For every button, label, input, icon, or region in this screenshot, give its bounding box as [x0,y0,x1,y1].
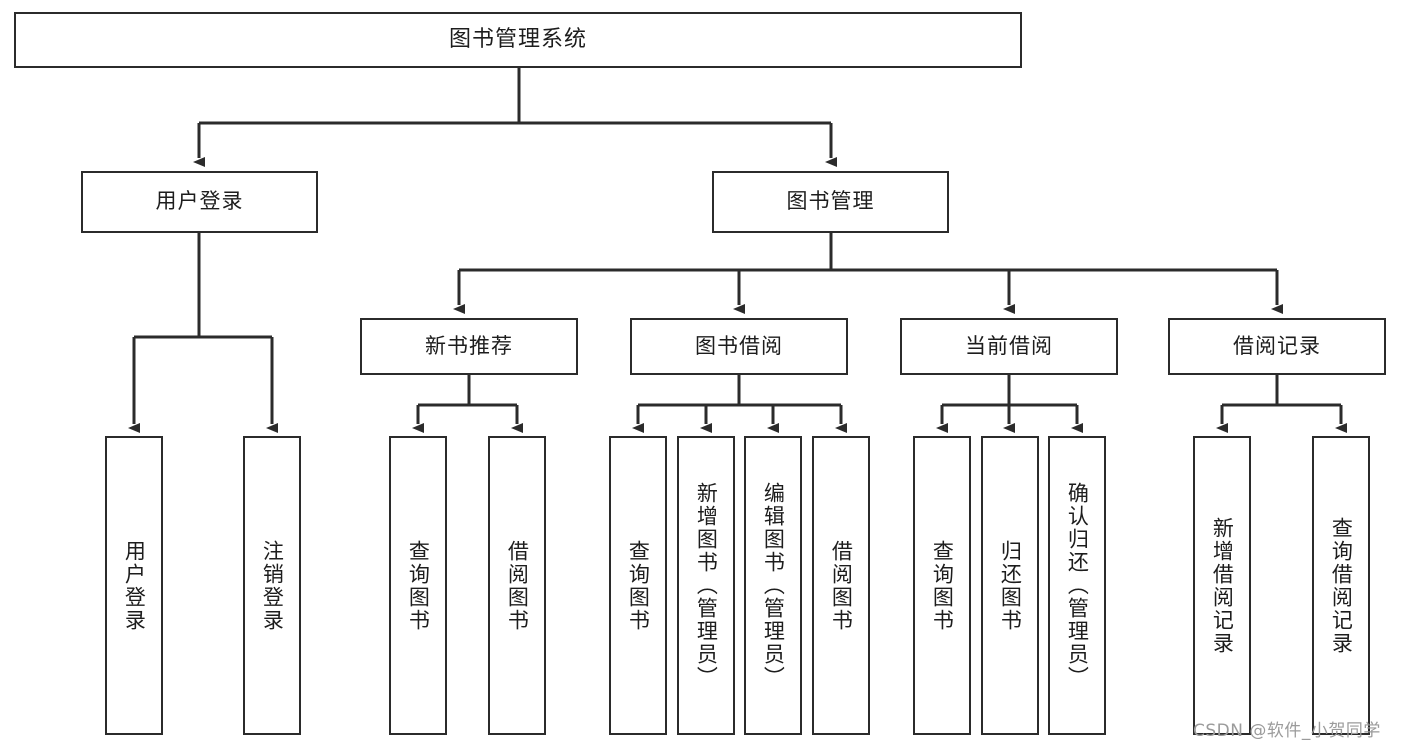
node-label: 图书借阅 [695,333,783,358]
node-book-borrow[interactable]: 图书借阅 [630,318,848,375]
node-current-borrow[interactable]: 当前借阅 [900,318,1118,375]
node-label: 确认归还（管理员） [1065,482,1090,689]
node-label: 查询图书 [406,539,431,632]
node-label: 借阅图书 [505,539,530,632]
node-borrow-record[interactable]: 借阅记录 [1168,318,1386,375]
leaf-book-borrow-borrow-book[interactable]: 借阅图书 [812,436,870,735]
leaf-new-book-borrow-book[interactable]: 借阅图书 [488,436,546,735]
leaf-current-borrow-query-book[interactable]: 查询图书 [913,436,971,735]
node-label: 查询借阅记录 [1329,516,1354,655]
node-label: 借阅记录 [1233,333,1321,358]
node-label: 查询图书 [930,539,955,632]
node-label: 查询图书 [626,539,651,632]
node-label: 新增借阅记录 [1210,516,1235,655]
node-new-book-recommend[interactable]: 新书推荐 [360,318,578,375]
node-label: 用户登录 [122,539,147,632]
leaf-borrow-record-query-record[interactable]: 查询借阅记录 [1312,436,1370,735]
node-label: 用户登录 [155,189,244,214]
leaf-current-borrow-confirm-return-admin[interactable]: 确认归还（管理员） [1048,436,1106,735]
leaf-current-borrow-return-book[interactable]: 归还图书 [981,436,1039,735]
leaf-user-login-signin[interactable]: 用户登录 [105,436,163,735]
node-label: 图书管理系统 [448,26,587,52]
node-label: 新增图书（管理员） [694,482,719,689]
node-label: 借阅图书 [829,539,854,632]
node-label: 当前借阅 [965,333,1053,358]
leaf-user-login-signout[interactable]: 注销登录 [243,436,301,735]
leaf-book-borrow-edit-book-admin[interactable]: 编辑图书（管理员） [744,436,802,735]
node-user-login[interactable]: 用户登录 [81,171,318,233]
leaf-borrow-record-add-record[interactable]: 新增借阅记录 [1193,436,1251,735]
node-label: 图书管理 [786,189,875,214]
leaf-book-borrow-query-book[interactable]: 查询图书 [609,436,667,735]
node-label: 新书推荐 [425,333,513,358]
leaf-new-book-query-book[interactable]: 查询图书 [389,436,447,735]
node-label: 编辑图书（管理员） [761,482,786,689]
node-label: 归还图书 [998,539,1023,632]
node-book-management[interactable]: 图书管理 [712,171,949,233]
leaf-book-borrow-add-book-admin[interactable]: 新增图书（管理员） [677,436,735,735]
node-label: 注销登录 [260,539,285,632]
node-root-book-management-system[interactable]: 图书管理系统 [14,12,1022,68]
csdn-watermark: CSDN @软件_小贺同学 [1193,721,1381,741]
